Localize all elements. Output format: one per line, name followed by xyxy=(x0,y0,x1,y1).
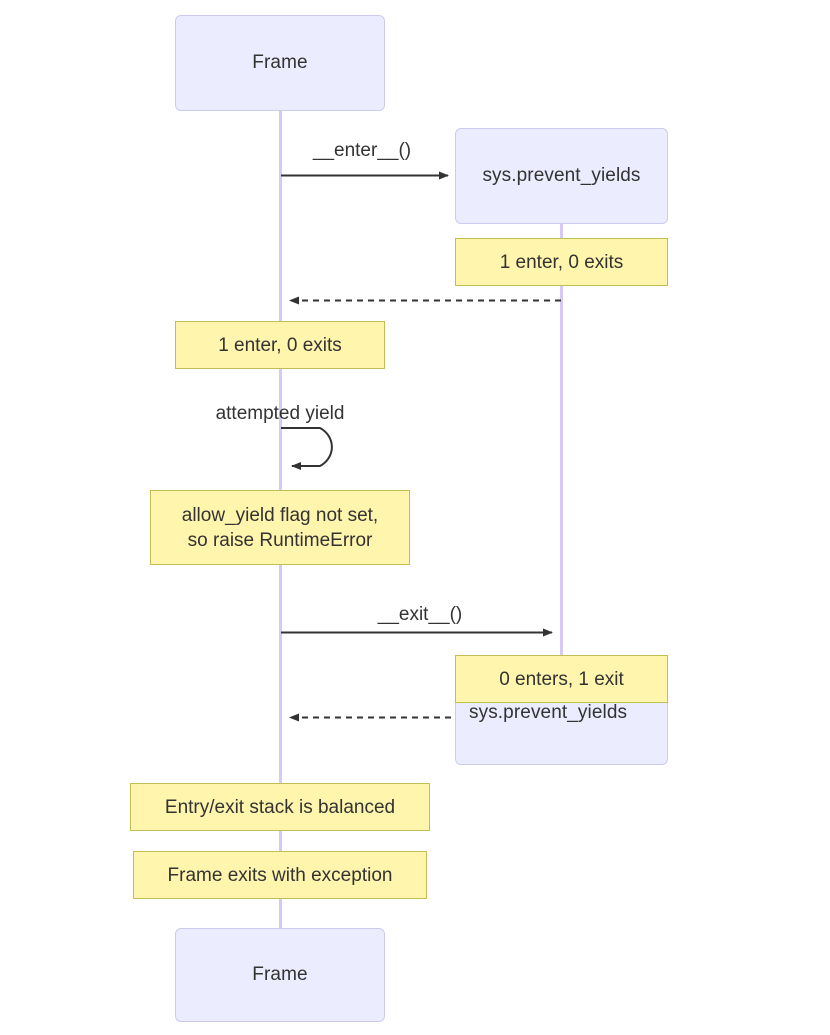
message-label-enter: __enter__() xyxy=(312,140,412,161)
note-frame-exits-exception: Frame exits with exception xyxy=(133,851,427,899)
note-frame-runtime-error: allow_yield flag not set, so raise Runti… xyxy=(150,490,410,565)
note-sys-enter-count: 1 enter, 0 exits xyxy=(455,238,668,286)
note-frame-stack-balanced: Entry/exit stack is balanced xyxy=(130,783,430,831)
note-sys-exit-count: 0 enters, 1 exit xyxy=(455,655,668,703)
note-frame-enter-count: 1 enter, 0 exits xyxy=(175,321,385,369)
participant-box-frame-top[interactable]: Frame xyxy=(175,15,385,111)
message-label-attempted-yield: attempted yield xyxy=(215,403,345,424)
participant-box-sys-top[interactable]: sys.prevent_yields xyxy=(455,128,668,224)
participant-box-frame-bottom[interactable]: Frame xyxy=(175,928,385,1022)
message-label-exit: __exit__() xyxy=(377,604,463,625)
message-arrow-attempted-yield xyxy=(281,427,333,470)
